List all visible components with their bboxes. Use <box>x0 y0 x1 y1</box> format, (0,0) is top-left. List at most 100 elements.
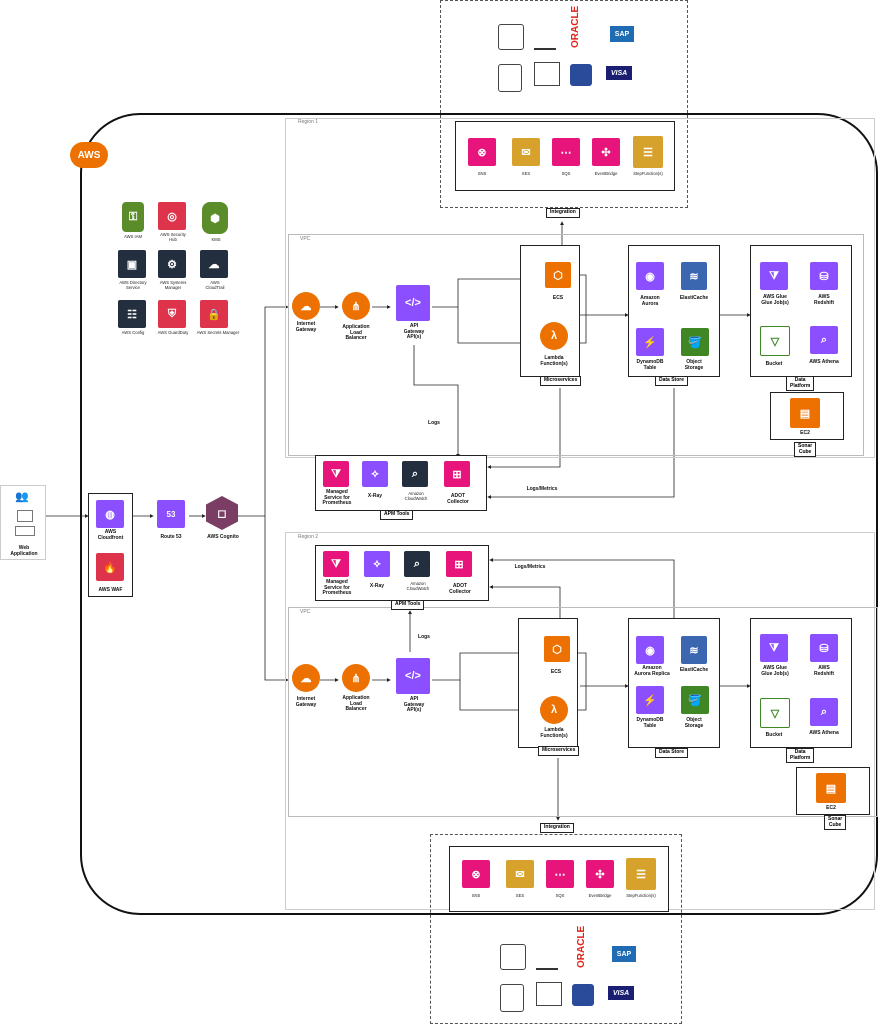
r2-apigw-icon[interactable]: </> <box>396 658 430 694</box>
r1-eventbridge-icon[interactable]: ✣ <box>592 138 620 166</box>
secrets-label: AWS Secrets Manager <box>196 330 240 335</box>
r1-dynamodb-icon[interactable]: ⚡ <box>636 328 664 356</box>
r1-external-systems: ORACLE SAP VISA <box>494 6 644 98</box>
cloudtrail-label: AWS CloudTrail <box>205 280 225 290</box>
r2-ec2-label: EC2 <box>826 805 836 811</box>
r2-prometheus-label: Managed Service for Prometheus <box>322 579 352 596</box>
r1-visa-logo: VISA <box>606 66 632 80</box>
kms-label: KMS <box>211 237 221 242</box>
r1-ses-label: SES <box>521 171 531 176</box>
cloudfront-icon[interactable]: ◍ <box>96 500 124 528</box>
r1-adot-label: ADOT Collector <box>447 493 469 505</box>
r1-apigw-icon[interactable]: </> <box>396 285 430 321</box>
r1-ec2-icon[interactable]: ▤ <box>790 398 820 428</box>
r2-alb-icon[interactable]: ⋔ <box>342 664 370 692</box>
guardduty-label: AWS GuardDuty <box>157 330 189 335</box>
r1-igw-label: Internet Gateway <box>295 321 317 333</box>
r1-bank-icon-1 <box>498 24 524 50</box>
r1-xray-icon[interactable]: ⟡ <box>362 461 388 487</box>
r2-sap-logo: SAP <box>612 946 636 962</box>
r2-eventbridge-icon[interactable]: ✣ <box>586 860 614 888</box>
r2-adot-icon[interactable]: ⊞ <box>446 551 472 577</box>
security-hub-label: AWS Security Hub <box>160 232 186 242</box>
r1-data-platform-tag: Data Platform <box>786 376 815 391</box>
secrets-icon: 🔒 <box>200 300 228 328</box>
r2-sqs-label: SQS <box>555 893 565 898</box>
directory-label: AWS Directory Service <box>119 280 147 290</box>
systems-manager-icon: ⚙ <box>158 250 186 278</box>
r1-glue-icon[interactable]: ⧩ <box>760 262 788 290</box>
r1-bucket-icon[interactable]: ▽ <box>760 326 790 356</box>
r1-sns-icon[interactable]: ⊗ <box>468 138 496 166</box>
r1-athena-icon[interactable]: ⌕ <box>810 326 838 354</box>
r1-xray-label: X-Ray <box>367 493 383 499</box>
r2-ec2-icon[interactable]: ▤ <box>816 773 846 803</box>
r1-aurora-icon[interactable]: ◉ <box>636 262 664 290</box>
r2-ses-label: SES <box>515 893 525 898</box>
r1-integration-tag: Integration <box>546 208 580 218</box>
r1-prometheus-icon[interactable]: ⧩ <box>323 461 349 487</box>
r1-redshift-icon[interactable]: ⛁ <box>810 262 838 290</box>
r1-lambda-label: Lambda Function(s) <box>540 355 568 367</box>
config-icon: ☷ <box>118 300 146 328</box>
r2-prometheus-icon[interactable]: ⧩ <box>323 551 349 577</box>
r1-igw-icon[interactable]: ☁ <box>292 292 320 320</box>
r2-cloudwatch-label: Amazon CloudWatch <box>406 581 430 591</box>
r1-stepfunctions-icon[interactable]: ☰ <box>633 136 663 168</box>
r2-glue-icon[interactable]: ⧩ <box>760 634 788 662</box>
r1-bank-icon-2 <box>534 62 560 86</box>
r1-adot-icon[interactable]: ⊞ <box>444 461 470 487</box>
r1-sqs-label: SQS <box>561 171 571 176</box>
r2-elasticache-icon[interactable]: ≋ <box>681 636 707 664</box>
r2-sns-icon[interactable]: ⊗ <box>462 860 490 888</box>
r2-aurora-label: Amazon Aurora Replica <box>634 665 670 677</box>
r2-sqs-icon[interactable]: ⋯ <box>546 860 574 888</box>
r2-stepfunctions-icon[interactable]: ☰ <box>626 858 656 890</box>
r2-logs-metrics-label: Logs/Metrics <box>514 564 546 570</box>
guardduty-icon: ⛨ <box>158 300 186 328</box>
r1-object-storage-label: Object Storage <box>684 359 704 371</box>
r2-athena-icon[interactable]: ⌕ <box>810 698 838 726</box>
cloudfront-label: AWS Cloudfront <box>97 529 124 541</box>
r2-dynamodb-icon[interactable]: ⚡ <box>636 686 664 714</box>
r2-object-storage-icon[interactable]: 🪣 <box>681 686 709 714</box>
r1-sqs-icon[interactable]: ⋯ <box>552 138 580 166</box>
r1-redshift-label: AWS Redshift <box>814 294 834 306</box>
r2-stepfunctions-label: StepFunction(s) <box>626 893 656 898</box>
r2-bank-icon-1 <box>500 944 526 970</box>
r1-object-storage-icon[interactable]: 🪣 <box>681 328 709 356</box>
waf-icon[interactable]: 🔥 <box>96 553 124 581</box>
r2-igw-icon[interactable]: ☁ <box>292 664 320 692</box>
systems-manager-label: AWS Systems Manager <box>159 280 187 290</box>
r2-bucket-label: Bucket <box>765 732 783 738</box>
r2-cloudwatch-icon[interactable]: ⌕ <box>404 551 430 577</box>
r2-ses-icon[interactable]: ✉ <box>506 860 534 888</box>
r1-lambda-icon[interactable]: λ <box>540 322 568 350</box>
laptop-icon <box>15 526 35 536</box>
r2-aurora-icon[interactable]: ◉ <box>636 636 664 664</box>
r2-redshift-icon[interactable]: ⛁ <box>810 634 838 662</box>
r1-elasticache-label: ElastiCache <box>679 295 709 301</box>
r1-alb-icon[interactable]: ⋔ <box>342 292 370 320</box>
r1-apm-tag: APM Tools <box>380 510 414 520</box>
r1-cloudwatch-icon[interactable]: ⌕ <box>402 461 428 487</box>
route53-icon[interactable]: 53 <box>157 500 185 528</box>
r2-lambda-icon[interactable]: λ <box>540 696 568 724</box>
r2-dynamodb-label: DynamoDB Table <box>636 717 664 729</box>
r1-ses-icon[interactable]: ✉ <box>512 138 540 166</box>
r2-sonar-tag: Sonar Cube <box>824 815 847 830</box>
r1-ecs-icon[interactable]: ⬡ <box>545 262 571 288</box>
r2-ecs-icon[interactable]: ⬡ <box>544 636 570 662</box>
r1-aurora-label: Amazon Aurora <box>640 295 660 307</box>
r1-sns-label: SNS <box>477 171 487 176</box>
r1-elasticache-icon[interactable]: ≋ <box>681 262 707 290</box>
r2-xray-icon[interactable]: ⟡ <box>364 551 390 577</box>
r2-bucket-icon[interactable]: ▽ <box>760 698 790 728</box>
r2-alb-label: Application Load Balancer <box>342 695 370 712</box>
web-application-group: 👥 Web Application <box>0 485 46 560</box>
r1-sonar-tag: Sonar Cube <box>794 442 817 457</box>
r1-payment-icon <box>570 64 592 86</box>
r1-cloudwatch-label: Amazon CloudWatch <box>404 491 428 501</box>
security-tools-group: ⚿ AWS IAM ◎ AWS Security Hub ⬢ KMS ▣ AWS… <box>112 200 247 345</box>
